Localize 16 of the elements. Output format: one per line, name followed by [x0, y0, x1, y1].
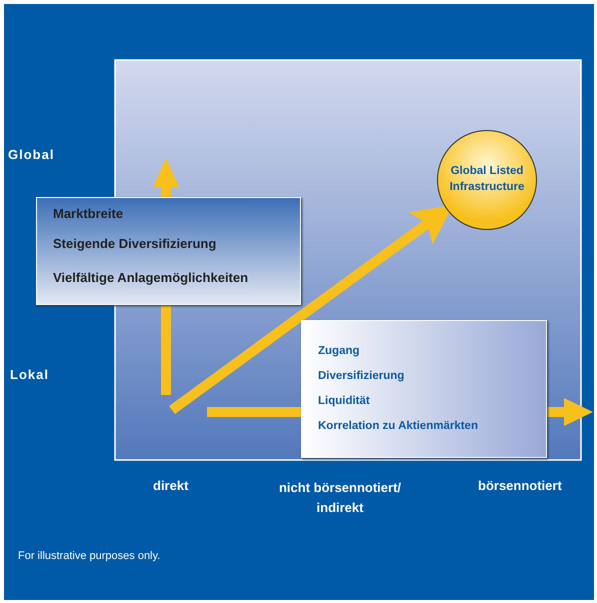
axis-label: direkt	[153, 478, 188, 493]
axis-label: nicht börsennotiert/ indirekt	[278, 479, 402, 516]
list-item: Vielfältige Anlagemöglichkeiten	[53, 270, 248, 285]
note-text: For illustrative purposes only.	[18, 550, 160, 562]
axis-label: börsennotiert	[478, 478, 562, 493]
list-item: Korrelation zu Aktienmärkten	[318, 420, 478, 432]
axis-label: Lokal	[10, 367, 49, 382]
info-box	[36, 197, 301, 305]
list-item: Marktbreite	[53, 206, 124, 221]
list-item: Liquidität	[318, 395, 370, 407]
axis-label: Global	[8, 147, 54, 162]
list-item: Steigende Diversifizierung	[53, 236, 216, 251]
list-item: Zugang	[318, 345, 360, 357]
list-item: Diversifizierung	[318, 370, 404, 382]
node-label: Global Listed Infrastructure	[448, 164, 526, 195]
info-box	[301, 320, 547, 458]
